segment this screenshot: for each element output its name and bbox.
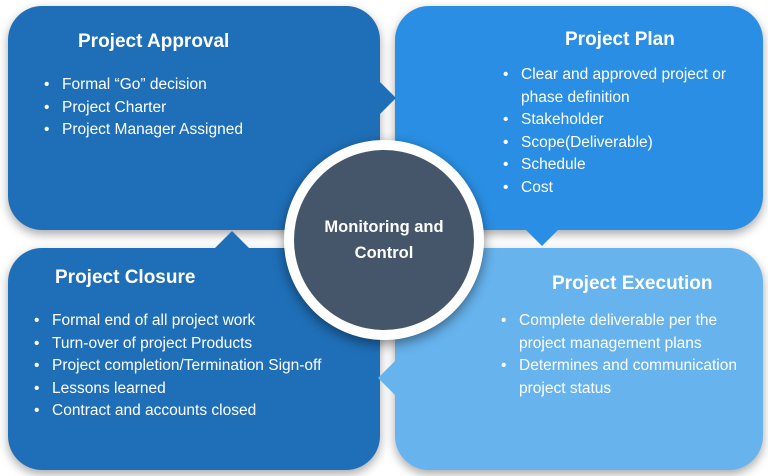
project-execution-list: Complete deliverable per the project man… [501,310,741,400]
project-execution-panel: Project Execution Complete deliverable p… [395,248,763,470]
project-plan-panel: Project Plan Clear and approved project … [395,6,763,230]
arrow-up-icon [214,231,250,249]
list-item: Project Charter [44,97,364,120]
arrow-right-icon [378,80,396,116]
list-item: Scope(Deliverable) [503,132,743,155]
project-plan-list: Clear and approved project or phase defi… [503,64,743,199]
monitoring-control-inner: Monitoring and Control [294,150,474,330]
project-closure-panel: Project Closure Formal end of all projec… [8,248,380,470]
list-item: Cost [503,177,743,200]
list-item: Formal end of all project work [34,310,334,333]
project-approval-list: Formal “Go” decision Project Charter Pro… [44,74,364,142]
list-item: Lessons learned [34,378,334,401]
list-item: Determines and communication project sta… [501,355,741,400]
project-plan-title: Project Plan [565,29,675,50]
project-execution-title: Project Execution [552,273,713,294]
list-item: Formal “Go” decision [44,74,364,97]
project-approval-panel: Project Approval Formal “Go” decision Pr… [8,6,380,230]
arrow-left-icon [378,360,396,396]
arrow-down-icon [524,228,560,246]
list-item: Schedule [503,154,743,177]
list-item: Turn-over of project Products [34,333,334,356]
list-item: Project completion/Termination Sign-off [34,355,334,378]
list-item: Clear and approved project or phase defi… [503,64,743,109]
project-approval-title: Project Approval [78,31,230,52]
project-closure-title: Project Closure [55,267,196,288]
list-item: Project Manager Assigned [44,119,364,142]
list-item: Complete deliverable per the project man… [501,310,741,355]
list-item: Contract and accounts closed [34,400,334,423]
monitoring-control-circle: Monitoring and Control [284,140,484,340]
monitoring-control-label: Monitoring and Control [324,218,444,262]
list-item: Stakeholder [503,109,743,132]
project-closure-list: Formal end of all project work Turn-over… [34,310,334,423]
